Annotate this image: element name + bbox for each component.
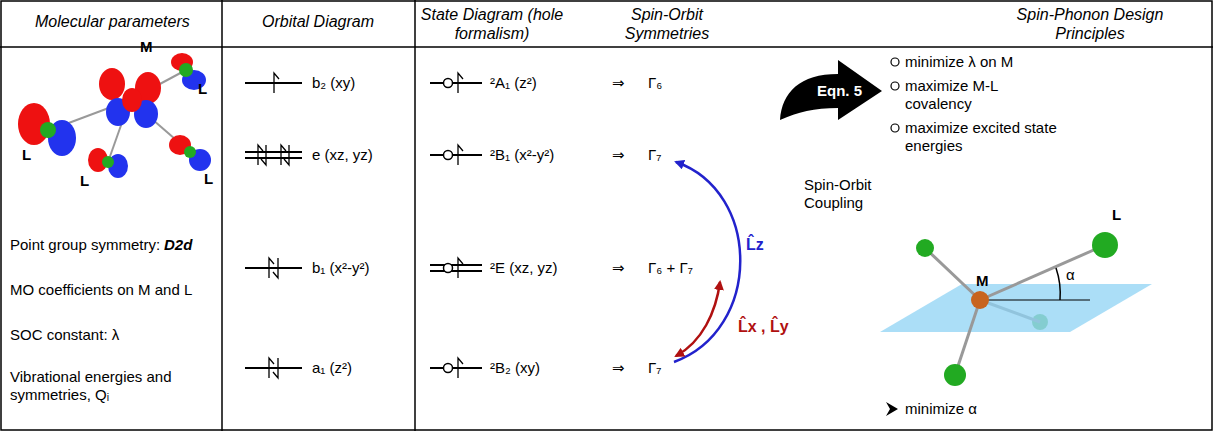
state-levels bbox=[430, 73, 482, 378]
orbital-label: b₂ (xy) bbox=[312, 74, 355, 92]
column-header: Molecular parameters bbox=[35, 12, 190, 31]
metal-label: M bbox=[140, 38, 153, 56]
implies-arrow: ⇒ bbox=[612, 74, 625, 92]
parameter-text: Vibrational energies and symmetries, Qᵢ bbox=[10, 368, 200, 404]
equation-arrow: Eqn. 5 bbox=[778, 58, 884, 122]
design-principle: maximize M-L covalency bbox=[905, 77, 1055, 113]
molecule-orbital-picture bbox=[18, 53, 211, 178]
coupling-label: Spin-Orbit Coupling bbox=[804, 176, 894, 212]
state-label: ²A₁ (z²) bbox=[490, 74, 537, 92]
orbital-label: b₁ (x²-y²) bbox=[312, 259, 370, 277]
state-label: ²E (xz, yz) bbox=[490, 259, 558, 277]
implies-arrow: ⇒ bbox=[612, 259, 625, 277]
symmetry-label: Γ₆ + Γ₇ bbox=[648, 259, 693, 277]
pointer-arrowhead bbox=[886, 402, 898, 416]
point-group: D2d bbox=[164, 236, 192, 254]
column-header: Orbital Diagram bbox=[262, 12, 374, 31]
column-header: State Diagram (hole formalism) bbox=[402, 5, 582, 43]
ligand-label: L bbox=[198, 80, 207, 98]
ligand-label: L bbox=[1112, 206, 1121, 224]
symmetry-label: Γ₆ bbox=[648, 74, 662, 92]
symmetry-label: Γ₇ bbox=[648, 146, 661, 164]
ligand-label: L bbox=[22, 146, 31, 164]
column-header: Spin-Phonon Design Principles bbox=[1010, 5, 1170, 43]
column-header: Spin-Orbit Symmetries bbox=[612, 5, 722, 43]
design-principle: maximize excited state energies bbox=[905, 119, 1065, 155]
symmetry-label: Γ₇ bbox=[648, 359, 661, 377]
design-principle: minimize λ on M bbox=[905, 53, 1115, 71]
design-goal: minimize α bbox=[905, 400, 977, 418]
parameter-text: Point group symmetry: bbox=[10, 236, 160, 254]
state-label: ²B₁ (x²-y²) bbox=[490, 146, 554, 164]
equation-label: Eqn. 5 bbox=[817, 82, 862, 100]
parameter-text: MO coefficients on M and L bbox=[10, 281, 192, 299]
ligand-label: L bbox=[80, 172, 89, 190]
metal-label: M bbox=[976, 272, 989, 290]
operator-label: L̂z bbox=[746, 236, 764, 254]
orbital-label: e (xz, yz) bbox=[312, 146, 373, 164]
implies-arrow: ⇒ bbox=[612, 359, 625, 377]
operator-label: L̂x , L̂y bbox=[738, 318, 789, 336]
orbital-label: a₁ (z²) bbox=[312, 359, 352, 377]
orbital-levels bbox=[245, 73, 302, 378]
geometry-picture bbox=[880, 232, 1152, 386]
angle-label: α bbox=[1066, 266, 1075, 284]
state-label: ²B₂ (xy) bbox=[490, 359, 540, 377]
parameter-text: SOC constant: λ bbox=[10, 326, 119, 344]
ligand-label: L bbox=[204, 170, 213, 188]
lxy-coupling-arrow bbox=[676, 282, 720, 356]
implies-arrow: ⇒ bbox=[612, 146, 625, 164]
